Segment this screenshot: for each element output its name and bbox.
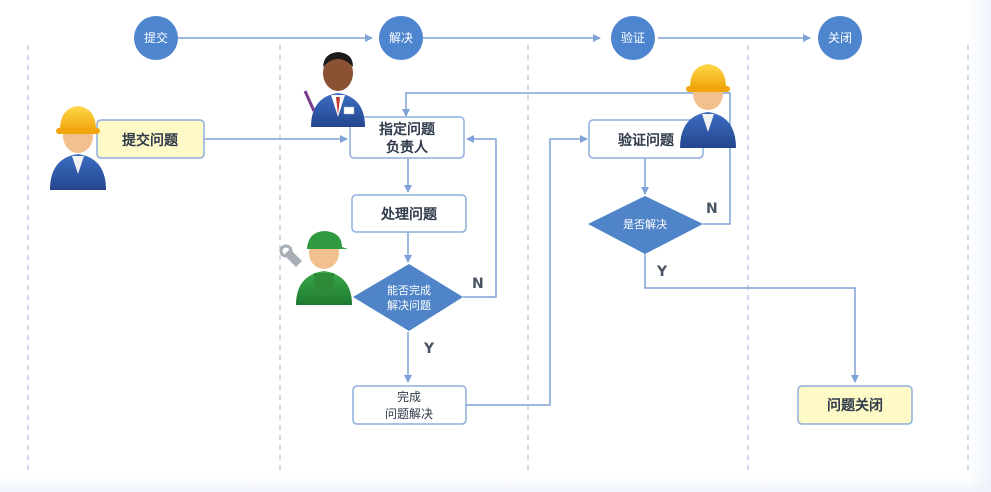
arrow-no-back-to-assign-from-verify xyxy=(402,92,731,225)
diamond-label-line2: 解决问题 xyxy=(387,298,431,312)
stage-label: 解决 xyxy=(389,31,413,45)
flow-connectors xyxy=(204,92,859,406)
box-label-line1: 指定问题 xyxy=(379,121,436,138)
decision-is-solved: 是否解决 xyxy=(588,196,703,254)
mechanic-wrench-icon xyxy=(279,231,352,305)
stage-label: 提交 xyxy=(144,30,168,45)
box-shape xyxy=(96,119,205,159)
manager-icon xyxy=(303,52,365,127)
label-yes: Y xyxy=(656,264,668,280)
stage-circle xyxy=(379,16,423,60)
decision-can-solve: 能否完成 解决问题 xyxy=(353,264,463,331)
stage-circle xyxy=(818,16,862,60)
box-label-line2: 问题解决 xyxy=(385,407,433,421)
label-yes: Y xyxy=(423,341,435,357)
stage-label: 验证 xyxy=(621,30,645,45)
box-label: 问题关闭 xyxy=(827,397,883,414)
box-handle-issue: 处理问题 xyxy=(351,194,467,233)
bottom-edge-fade xyxy=(0,478,991,492)
label-no: N xyxy=(472,276,484,292)
diamond-label-line1: 能否完成 xyxy=(387,283,431,297)
box-shape xyxy=(349,116,465,159)
arrow-done-to-verify xyxy=(466,135,588,406)
diamond-label: 是否解决 xyxy=(623,217,667,231)
box-label: 处理问题 xyxy=(380,206,438,223)
box-shape xyxy=(797,385,913,425)
box-issue-closed: 问题关闭 xyxy=(797,385,913,425)
box-label: 验证问题 xyxy=(618,132,675,149)
right-edge-fade xyxy=(967,0,991,492)
worker-hardhat-icon xyxy=(50,106,106,190)
stage-solve: 解决 xyxy=(379,16,423,60)
label-no: N xyxy=(706,201,718,217)
stage-circle xyxy=(134,16,178,60)
box-label: 提交问题 xyxy=(122,132,179,149)
box-label-line1: 完成 xyxy=(397,389,421,404)
stage-submit: 提交 xyxy=(134,16,178,60)
diamond-shape xyxy=(353,264,463,331)
box-label-line2: 负责人 xyxy=(386,139,429,156)
stage-close: 关闭 xyxy=(818,16,862,60)
arrow-yes-to-close xyxy=(644,254,859,383)
box-submit-issue: 提交问题 xyxy=(96,119,205,159)
arrow-no-back-to-assign xyxy=(463,135,497,298)
box-shape xyxy=(351,194,467,233)
box-shape xyxy=(352,385,467,425)
box-issue-resolved: 完成 问题解决 xyxy=(352,385,467,425)
box-assign-owner: 指定问题 负责人 xyxy=(349,116,465,159)
stage-label: 关闭 xyxy=(828,31,852,45)
inspector-hardhat-icon xyxy=(680,64,736,148)
stage-circle xyxy=(611,16,655,60)
stage-verify: 验证 xyxy=(611,16,655,60)
diamond-shape xyxy=(588,196,703,254)
